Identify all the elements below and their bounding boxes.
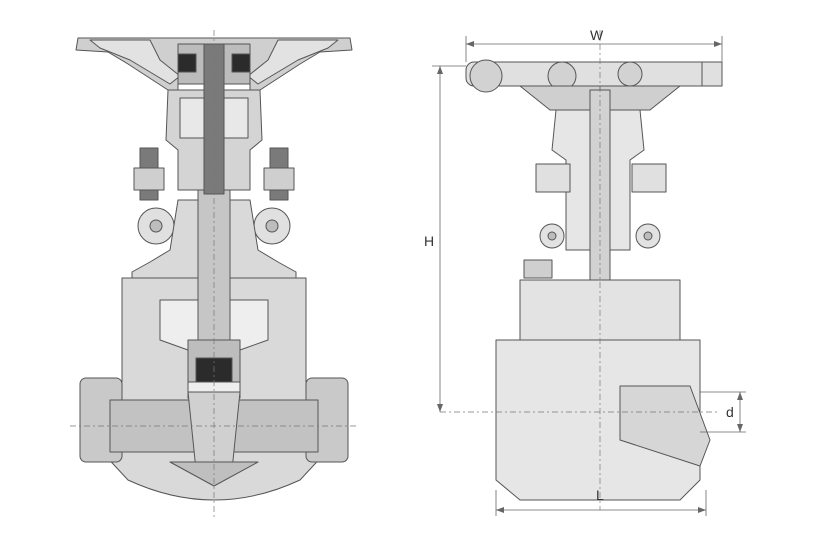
dimension-lines bbox=[432, 36, 746, 516]
sectional-view bbox=[70, 30, 356, 520]
outline-view bbox=[440, 30, 723, 510]
right-body bbox=[495, 339, 701, 501]
right-outlet bbox=[619, 385, 711, 467]
right-handwheel bbox=[465, 59, 723, 111]
width-label: W bbox=[590, 27, 604, 43]
height-label: H bbox=[424, 233, 434, 249]
left-gland-bolts bbox=[133, 147, 295, 245]
dimension-arrows bbox=[437, 41, 743, 513]
length-label: L bbox=[596, 487, 604, 503]
diameter-label: d bbox=[726, 404, 734, 420]
right-bolts bbox=[523, 163, 667, 279]
